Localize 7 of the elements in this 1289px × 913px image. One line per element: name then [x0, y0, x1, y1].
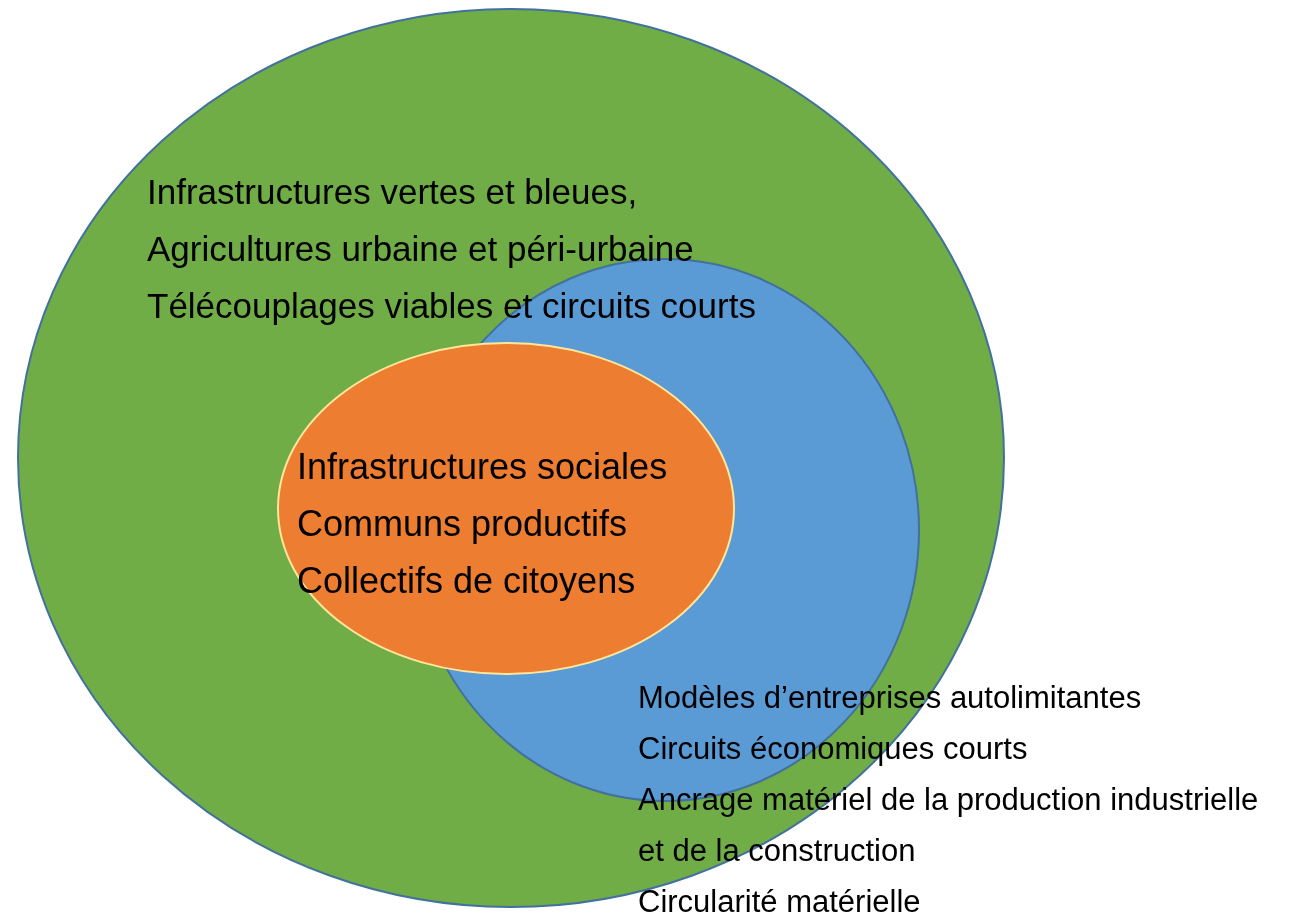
- node-text: Infrastructures sociales: [297, 445, 669, 489]
- node-text: Circuits économiques courts: [638, 730, 1029, 768]
- node-text: Infrastructures vertes et bleues,: [147, 171, 639, 213]
- node-text: Circularité matérielle: [638, 883, 922, 913]
- node-text: Communs productifs: [297, 502, 629, 546]
- node-text: Collectifs de citoyens: [297, 559, 637, 603]
- node-text: Agricultures urbaine et péri-urbaine: [147, 228, 695, 270]
